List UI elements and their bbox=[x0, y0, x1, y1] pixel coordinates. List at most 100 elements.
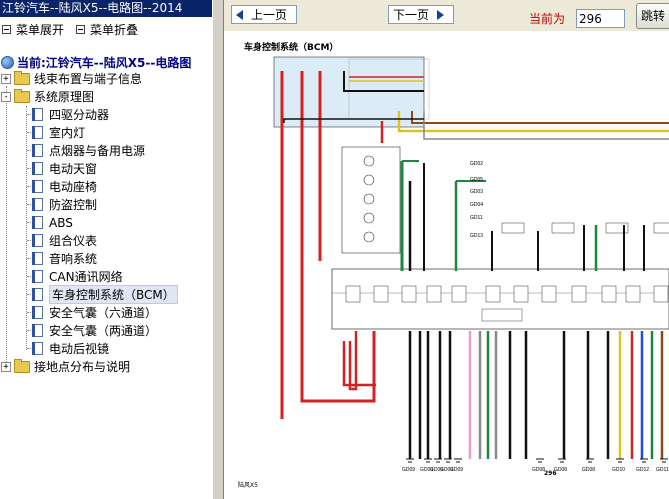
ground-label: GD02 bbox=[470, 161, 483, 167]
current-location[interactable]: 当前:江铃汽车--陆风X5--电路图 bbox=[1, 54, 191, 71]
prev-page-label: 上一页 bbox=[251, 8, 288, 22]
tree-leaf-label: 点烟器与备用电源 bbox=[49, 144, 146, 158]
tree-leaf-item[interactable]: CAN通讯网络 bbox=[27, 268, 123, 285]
document-icon bbox=[32, 180, 43, 193]
tree-leaf-item[interactable]: 电动天窗 bbox=[27, 160, 98, 177]
tree-leaf-item[interactable]: 室内灯 bbox=[27, 124, 85, 141]
ground-label: GD12 bbox=[636, 467, 649, 473]
ground-label: GD03 bbox=[470, 189, 483, 195]
document-icon bbox=[32, 216, 43, 229]
switch-contact bbox=[363, 212, 375, 224]
collapse-toggle-icon[interactable]: - bbox=[1, 91, 11, 102]
arrow-left-icon bbox=[236, 9, 243, 20]
switch-contact bbox=[363, 174, 375, 186]
diagram-title: 车身控制系统（BCM） bbox=[244, 43, 339, 53]
jump-button[interactable]: 跳转 bbox=[636, 3, 669, 29]
expand-toggle-icon[interactable]: + bbox=[1, 361, 11, 372]
tree-leaf-item[interactable]: 安全气囊（六通道） bbox=[27, 304, 158, 321]
ground-label: GD09 bbox=[402, 467, 415, 473]
tree-leaf-label: 电动后视镜 bbox=[49, 342, 110, 356]
ground-label: GD11 bbox=[470, 215, 483, 221]
tree-leaf-item[interactable]: 四驱分动器 bbox=[27, 106, 109, 123]
document-icon bbox=[32, 252, 43, 265]
tree-node-label: 线束布置与端子信息 bbox=[34, 72, 143, 86]
document-icon bbox=[32, 288, 43, 301]
relay bbox=[401, 285, 417, 303]
tree-line bbox=[27, 348, 33, 349]
tree-leaf-item[interactable]: ABS bbox=[27, 214, 73, 231]
ground-label: GD09 bbox=[420, 467, 433, 473]
tree-leaf-label: CAN通讯网络 bbox=[49, 270, 123, 284]
switch-contact bbox=[363, 231, 375, 243]
tree-line bbox=[26, 106, 27, 350]
tree-line bbox=[27, 204, 33, 205]
prev-page-button[interactable]: 上一页 bbox=[231, 5, 297, 24]
tree-node-grounds[interactable]: + 接地点分布与说明 bbox=[1, 358, 130, 375]
document-icon bbox=[32, 126, 43, 139]
lamp bbox=[653, 222, 669, 234]
tree-leaf-item[interactable]: 安全气囊（两通道） bbox=[27, 322, 157, 339]
tree-title: 江铃汽车--陆风X5--电路图--2014 bbox=[0, 0, 212, 17]
document-icon bbox=[32, 144, 43, 157]
tree-node-schematics[interactable]: - 系统原理图 bbox=[1, 88, 94, 105]
tree-leaf-item[interactable]: 音响系统 bbox=[27, 250, 97, 267]
current-page-label: 当前为 bbox=[529, 12, 566, 26]
wire bbox=[300, 71, 376, 403]
relay bbox=[485, 285, 501, 303]
ground-label: GD05 bbox=[470, 177, 483, 183]
lamp bbox=[605, 222, 629, 234]
folder-open-icon bbox=[14, 88, 30, 103]
current-location-label: 当前:江铃汽车--陆风X5--电路图 bbox=[17, 56, 192, 70]
tree-leaf-item[interactable]: 组合仪表 bbox=[27, 232, 97, 249]
toolbar: 上一页 下一页 当前为 跳转 bbox=[224, 0, 669, 31]
relay bbox=[541, 285, 557, 303]
tree-line bbox=[27, 168, 33, 169]
page-number-input[interactable] bbox=[576, 9, 625, 28]
ground-label: GD08 bbox=[532, 467, 545, 473]
tree-leaf-label: 安全气囊（六通道） bbox=[49, 306, 158, 320]
tree-line bbox=[27, 150, 33, 151]
tree-leaf-item[interactable]: 电动后视镜 bbox=[27, 340, 110, 357]
ground-label: GD09 bbox=[440, 467, 453, 473]
tree-node-harness[interactable]: + 线束布置与端子信息 bbox=[1, 70, 142, 87]
relay bbox=[451, 285, 467, 303]
wire bbox=[283, 118, 424, 123]
tree-leaf-label: 电动天窗 bbox=[49, 162, 98, 176]
tree-node-label: 接地点分布与说明 bbox=[34, 360, 131, 374]
tree-line bbox=[27, 312, 33, 313]
expand-toggle-icon[interactable]: + bbox=[1, 73, 11, 84]
menu-collapse[interactable]: 菜单折叠 bbox=[76, 21, 138, 38]
relay bbox=[625, 285, 641, 303]
relay bbox=[653, 285, 669, 303]
wire bbox=[348, 331, 358, 391]
mcu-box bbox=[481, 308, 523, 322]
tree-leaf-item[interactable]: 车身控制系统（BCM） bbox=[27, 285, 178, 304]
tree-pane: 江铃汽车--陆风X5--电路图--2014 菜单展开 菜单折叠 当前:江铃汽车-… bbox=[0, 0, 212, 499]
wire bbox=[411, 111, 669, 124]
folder-icon bbox=[14, 70, 30, 85]
tree-leaf-label: 防盗控制 bbox=[49, 198, 98, 212]
ground-label: GD08 bbox=[554, 467, 567, 473]
document-icon bbox=[32, 342, 43, 355]
tree-line bbox=[6, 86, 7, 368]
wire bbox=[397, 111, 669, 133]
document-icon bbox=[32, 306, 43, 319]
next-page-button[interactable]: 下一页 bbox=[388, 5, 454, 24]
tree-leaf-item[interactable]: 点烟器与备用电源 bbox=[27, 142, 146, 159]
folder-icon bbox=[14, 358, 30, 373]
relay bbox=[345, 285, 361, 303]
tree-leaf-item[interactable]: 电动座椅 bbox=[27, 178, 97, 195]
tree-leaf-item[interactable]: 防盗控制 bbox=[27, 196, 98, 213]
tree-node-label: 系统原理图 bbox=[34, 90, 95, 104]
collapse-icon bbox=[76, 25, 85, 34]
menu-expand[interactable]: 菜单展开 bbox=[2, 21, 64, 38]
relay bbox=[426, 285, 442, 303]
tree-line bbox=[27, 186, 33, 187]
document-icon bbox=[32, 324, 43, 337]
document-icon bbox=[32, 162, 43, 175]
document-icon bbox=[32, 198, 43, 211]
pane-splitter[interactable] bbox=[212, 0, 224, 499]
tree-line bbox=[27, 330, 33, 331]
switch-contact bbox=[363, 193, 375, 205]
